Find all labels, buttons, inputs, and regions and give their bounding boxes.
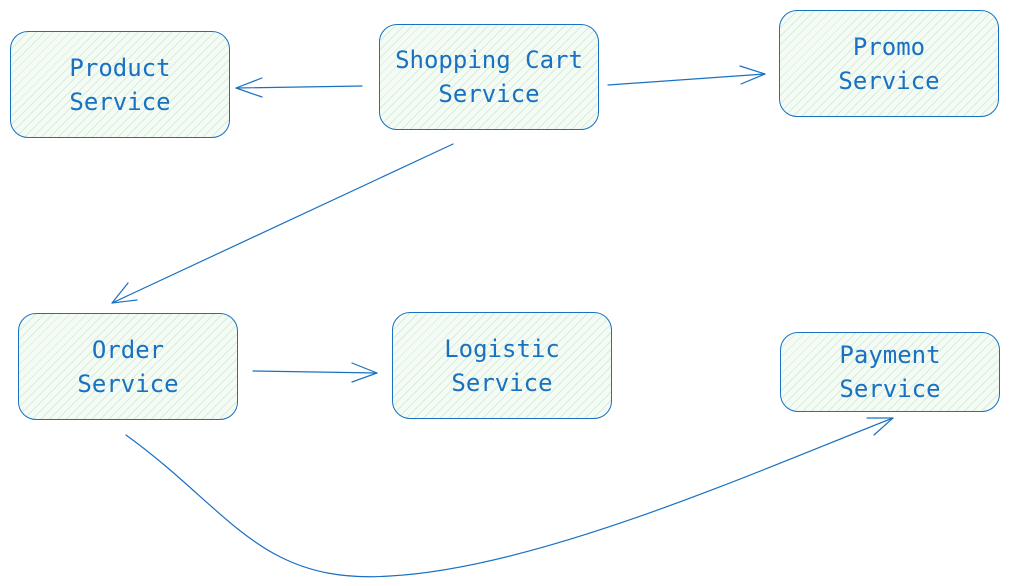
edge-order-to-payment [125, 417, 894, 578]
node-order-service-label: Order Service [77, 335, 179, 398]
edge-order-to-payment-line [125, 417, 894, 578]
node-product-service[interactable]: Product Service [10, 31, 230, 138]
edge-cart-to-order-line [111, 143, 454, 304]
node-logistic-service-label: Logistic Service [444, 334, 560, 397]
node-promo-service[interactable]: Promo Service [779, 10, 999, 117]
node-order-service[interactable]: Order Service [18, 313, 238, 420]
edge-order-to-logistic-line [252, 370, 378, 374]
edge-order-to-logistic-arrowhead [351, 362, 378, 383]
node-payment-service[interactable]: Payment Service [780, 332, 1000, 412]
node-shopping-cart-service-label: Shopping Cart Service [395, 46, 583, 108]
edge-cart-to-promo-line [607, 73, 766, 86]
node-product-service-label: Product Service [69, 53, 171, 116]
node-promo-service-label: Promo Service [838, 32, 940, 95]
node-logistic-service[interactable]: Logistic Service [392, 312, 612, 419]
edge-cart-to-product [235, 77, 363, 98]
edge-cart-to-order [111, 143, 454, 304]
node-payment-service-label: Payment Service [839, 341, 941, 403]
edge-cart-to-promo-arrowhead [739, 65, 766, 85]
edge-cart-to-product-line [235, 85, 363, 89]
edge-cart-to-product-arrowhead [235, 77, 263, 98]
node-shopping-cart-service[interactable]: Shopping Cart Service [379, 24, 599, 130]
edge-cart-to-order-arrowhead [111, 282, 138, 304]
edge-cart-to-promo [607, 65, 766, 86]
edge-order-to-payment-arrowhead [866, 417, 894, 436]
edge-order-to-logistic [252, 362, 378, 383]
